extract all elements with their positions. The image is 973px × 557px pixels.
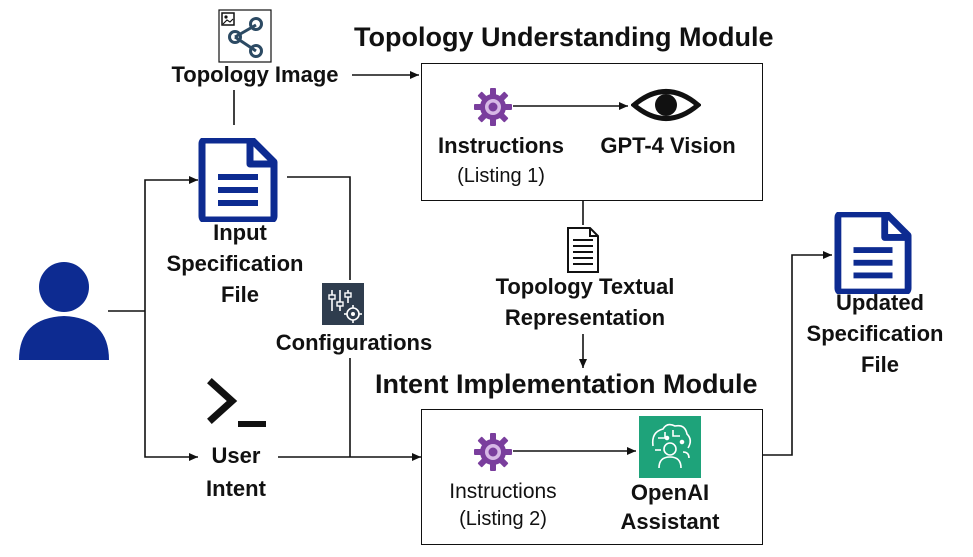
updated-spec-label-line1: Updated [836, 290, 924, 315]
topology-image-icon [218, 9, 272, 63]
user-intent-label-line2: Intent [206, 476, 266, 501]
input-spec-label-line2: Specification [166, 251, 304, 276]
arrow-user-to-spec [144, 176, 198, 311]
line-spec-to-intent [287, 176, 351, 280]
gear-icon [474, 433, 512, 471]
intent-instructions-label: Instructions [449, 480, 557, 503]
text-document-icon [567, 227, 599, 273]
openai-assistant-icon [639, 416, 701, 478]
sliders-gear-icon [322, 283, 364, 325]
arrow-user-to-intent [144, 311, 198, 461]
intent-listing-label: (Listing 2) [459, 508, 547, 530]
intent-module-title: Intent Implementation Module [375, 369, 758, 399]
document-icon [834, 212, 912, 294]
gear-icon [474, 88, 512, 126]
arrow-intent-to-updated [762, 251, 832, 456]
input-spec-label-line1: Input [213, 220, 267, 245]
openai-label-line1: OpenAI [630, 480, 710, 505]
updated-spec-label-line2: Specification [806, 321, 944, 346]
topology-text-label-line2: Representation [504, 305, 666, 330]
openai-label-line2: Assistant [620, 509, 720, 534]
topology-instructions-label: Instructions [438, 133, 564, 158]
topology-image-label: Topology Image [171, 62, 339, 87]
topology-module-box [421, 63, 763, 201]
configurations-label: Configurations [275, 330, 433, 355]
topology-module-title: Topology Understanding Module [354, 22, 774, 52]
gpt4-vision-label: GPT-4 Vision [600, 133, 736, 158]
intent-module-box [421, 409, 763, 545]
terminal-icon [207, 378, 266, 427]
topology-text-label-line1: Topology Textual [495, 274, 675, 299]
document-icon [198, 138, 278, 222]
user-icon [19, 262, 109, 360]
topology-listing-label: (Listing 1) [457, 165, 545, 187]
input-spec-label-line3: File [221, 282, 259, 307]
updated-spec-label-line3: File [861, 352, 899, 377]
eye-icon [631, 89, 701, 121]
user-intent-label-line1: User [211, 443, 261, 468]
